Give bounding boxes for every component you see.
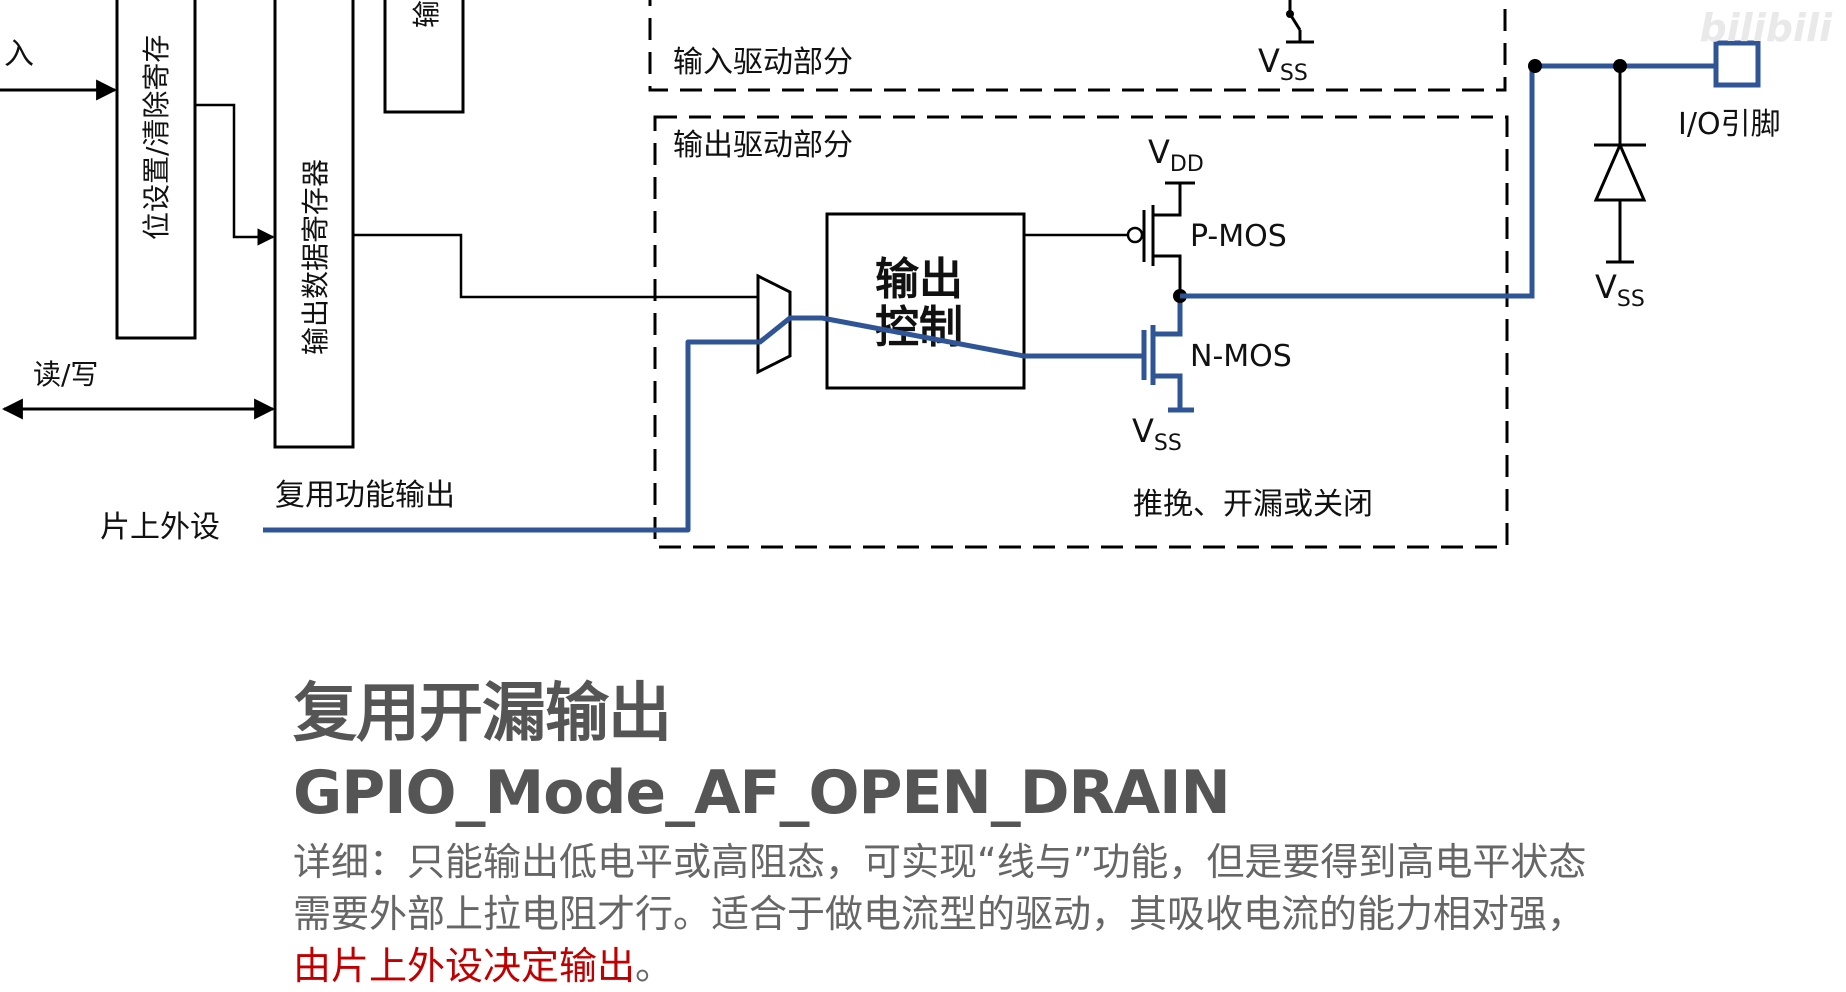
on-chip-peripheral-label: 片上外设 xyxy=(100,510,220,545)
mode-title-cn: 复用开漏输出 xyxy=(293,677,672,751)
caption-block: 复用开漏输出GPIO_Mode_AF_OPEN_DRAIN 详细：只能输出低电平… xyxy=(293,675,1593,992)
bit-set-reset-register-box xyxy=(115,0,197,340)
nmos-source xyxy=(1153,373,1183,410)
bilibili-watermark: bilibili xyxy=(1699,6,1832,50)
nmos-vss-label: VSS xyxy=(1132,412,1182,456)
input-vss-label: VSS xyxy=(1258,42,1308,86)
gpio-circuit-diagram: 位设置/清除寄存 输出数据寄存器 输 入 读/写 输出 控制 VDD P-MOS… xyxy=(0,0,1781,549)
mode-detail-main: 详细：只能输出低电平或高阻态，可实现“线与”功能，但是要得到高电平状态需要外部上… xyxy=(293,840,1587,936)
output-control-line1: 输出 xyxy=(875,254,963,305)
output-control-box xyxy=(825,212,1026,390)
pmos-to-node xyxy=(1153,254,1182,296)
output-data-register-label: 输出数据寄存器 xyxy=(299,159,332,355)
mode-detail-end: 。 xyxy=(635,944,674,988)
mode-title: 复用开漏输出GPIO_Mode_AF_OPEN_DRAIN xyxy=(293,675,1593,832)
vdd-label: VDD xyxy=(1148,133,1204,177)
input-block-fragment: 输 xyxy=(410,0,443,28)
input-driver-section-label: 输入驱动部分 xyxy=(673,45,853,80)
nmos-drain xyxy=(1153,296,1183,337)
pin-node-1 xyxy=(1528,59,1542,73)
input-block-box xyxy=(383,0,465,114)
mode-title-code: GPIO_Mode_AF_OPEN_DRAIN xyxy=(293,758,1231,828)
pmos-label: P-MOS xyxy=(1190,219,1287,254)
af-output-path xyxy=(263,315,1144,533)
bsrr-to-odr-line xyxy=(195,103,275,246)
alternate-function-output-label: 复用功能输出 xyxy=(275,478,455,513)
mode-detail: 详细：只能输出低电平或高阻态，可实现“线与”功能，但是要得到高电平状态需要外部上… xyxy=(293,836,1593,992)
pmos-gate-bubble xyxy=(1126,226,1144,244)
mode-options-label: 推挽、开漏或关闭 xyxy=(1133,487,1373,522)
input-switch-leg xyxy=(1288,13,1302,31)
nmos-label: N-MOS xyxy=(1190,339,1292,374)
pmos-drain-source xyxy=(1153,183,1182,217)
diode-triangle xyxy=(1593,141,1647,202)
output-to-pin-path xyxy=(1180,63,1760,299)
odr-to-mux-line xyxy=(353,233,758,299)
read-write-label: 读/写 xyxy=(33,358,98,391)
io-pin-square xyxy=(1713,40,1761,88)
diode-vss-label: VSS xyxy=(1595,268,1645,312)
bit-set-reset-register-label: 位设置/清除寄存 xyxy=(140,35,173,240)
input-fragment-label: 入 xyxy=(4,37,34,72)
output-control-line2: 控制 xyxy=(875,302,963,353)
output-data-register-box xyxy=(273,0,355,449)
input-driver-region xyxy=(648,0,1507,92)
output-driver-region xyxy=(653,115,1509,549)
io-pin-label: I/O引脚 xyxy=(1678,107,1781,142)
mode-detail-highlight: 由片上外设决定输出 xyxy=(293,944,636,988)
output-driver-section-label: 输出驱动部分 xyxy=(673,128,853,163)
